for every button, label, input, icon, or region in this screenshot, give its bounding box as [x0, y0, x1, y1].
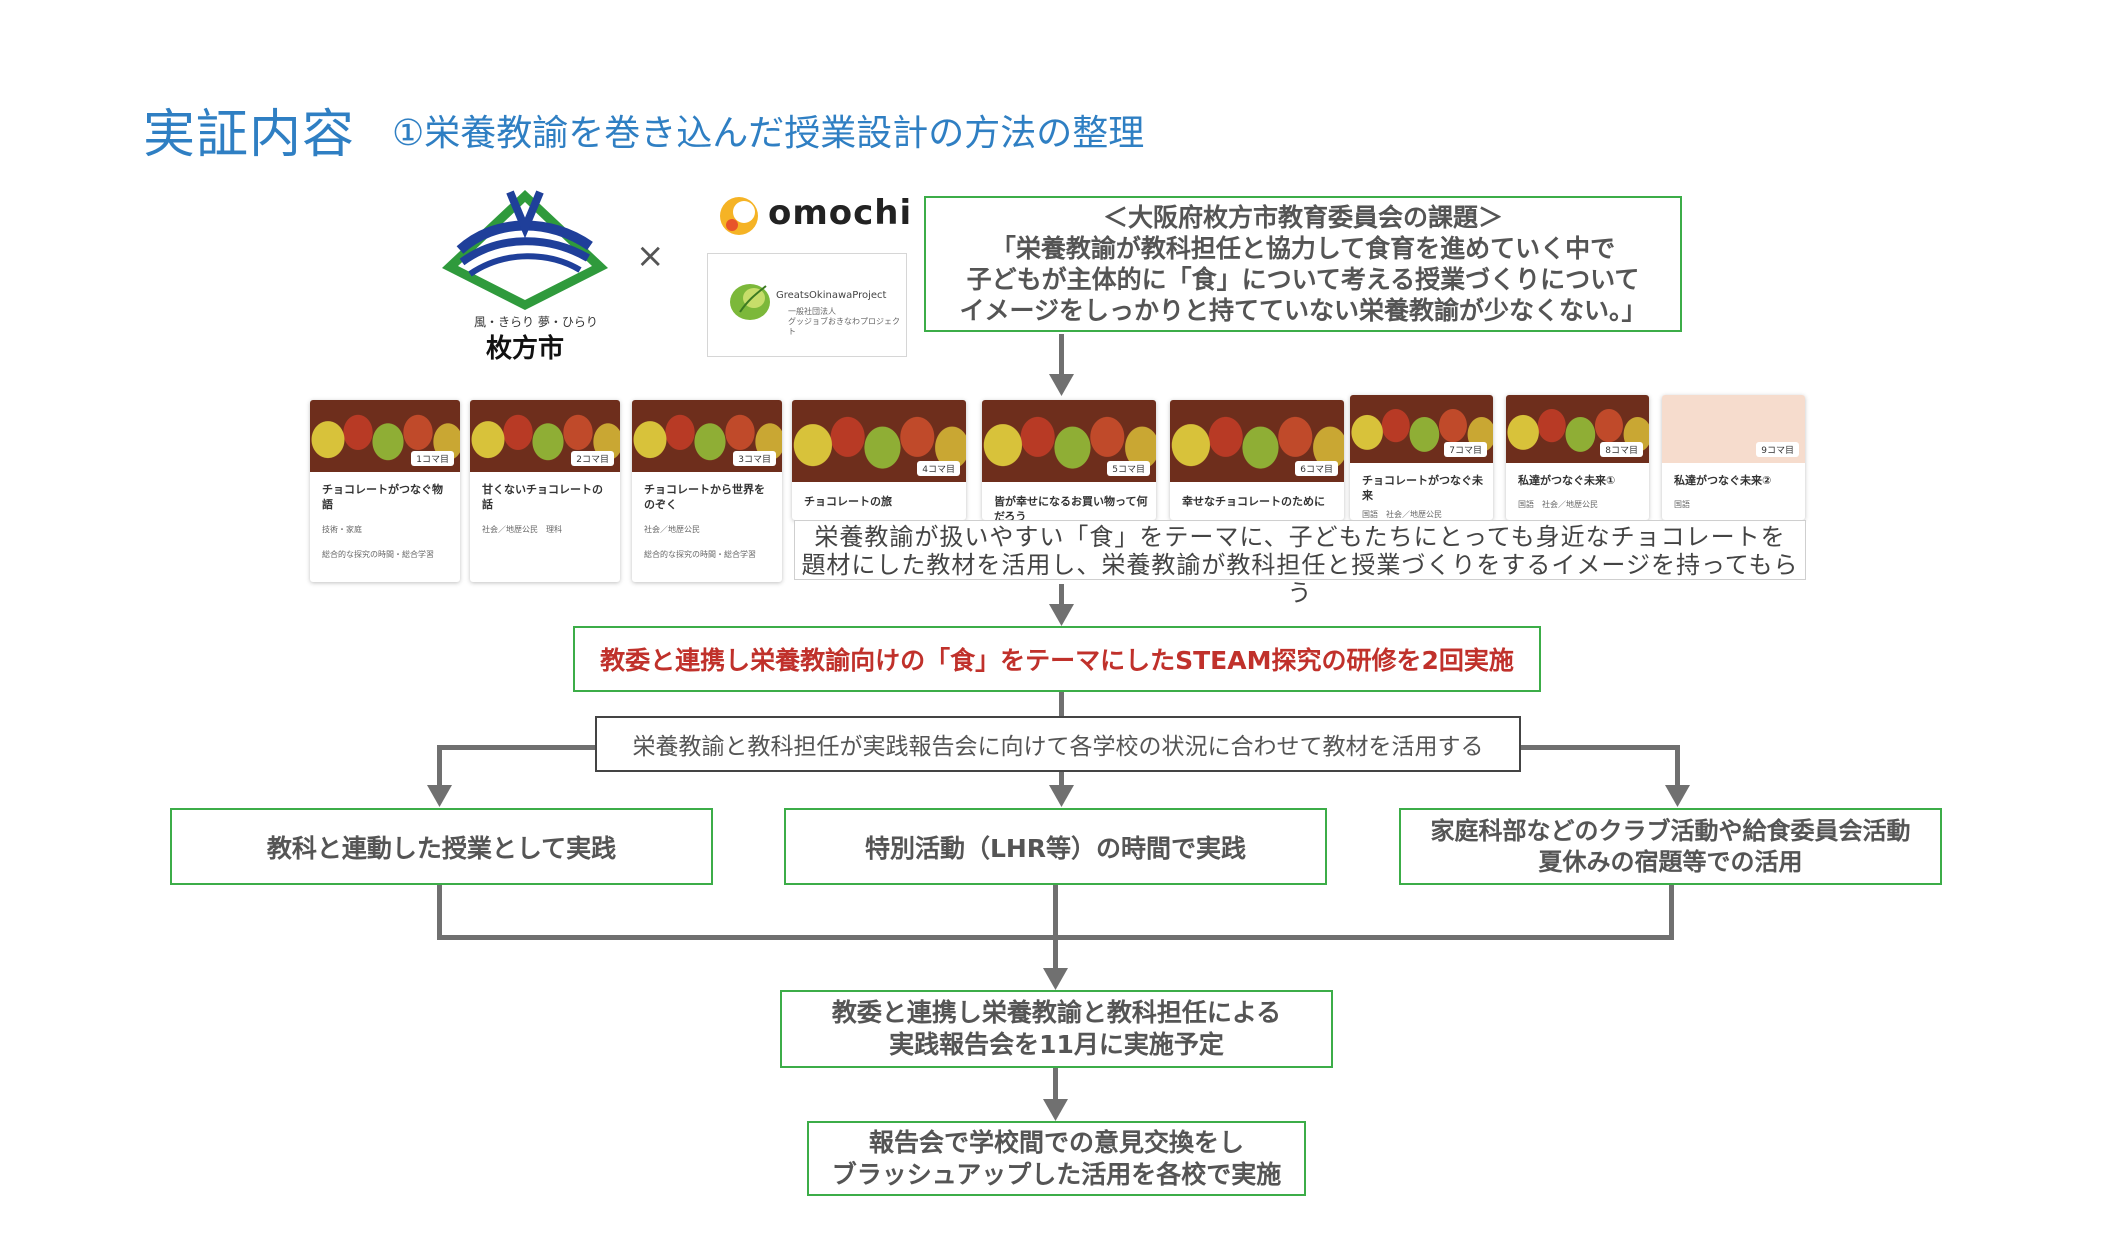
connector-line [437, 885, 442, 940]
card-title: チョコレートから世界をのぞく [644, 483, 765, 511]
arrow-down-icon [1665, 785, 1690, 807]
final-implementation-box: 報告会で学校間での意見交換をし ブラッシュアップした活用を各校で実施 [807, 1121, 1306, 1196]
issue-line: 「栄養教諭が教科担任と協力して食育を進めていく中で [990, 234, 1616, 263]
card-meta: 社会／地歴公民 [644, 525, 700, 534]
card-title: 甘くないチョコレートの話 [482, 483, 603, 511]
lesson-card: 2コマ目 甘くないチョコレートの話 社会／地歴公民 理科 [470, 400, 620, 582]
issue-heading: ＜大阪府枚方市教育委員会の課題＞ [1102, 203, 1503, 232]
material-description: 栄養教諭が扱いやすい「食」をテーマに、子どもたちにとっても身近なチョコレートを … [794, 520, 1806, 607]
lesson-card: 5コマ目 皆が幸せになるお買い物って何だろう [982, 400, 1156, 520]
collaboration-cross: × [636, 236, 665, 276]
hirakata-city-name: 枚方市 [486, 334, 565, 364]
card-title: 幸せなチョコレートのために [1182, 495, 1325, 508]
gop-name: GreatsOkinawaProject [776, 290, 887, 301]
arrow-down-icon [1049, 374, 1074, 396]
card-title: チョコレートの旅 [804, 495, 892, 508]
hirakata-logo [440, 188, 610, 312]
arrow-down-icon [427, 785, 452, 807]
lesson-card: 3コマ目 チョコレートから世界をのぞく 社会／地歴公民 総合的な探究の時間・総合… [632, 400, 782, 582]
card-title: チョコレートがつなぐ物語 [322, 483, 443, 511]
connector-line [1053, 885, 1058, 940]
card-meta: 総合的な探究の時間・総合学習 [322, 550, 434, 559]
card-image: 6コマ目 [1170, 400, 1344, 482]
training-box: 教委と連携し栄養教諭向けの「食」をテーマにしたSTEAM探究の研修を2回実施 [573, 626, 1541, 692]
card-meta: 社会／地歴公民 理科 [482, 525, 562, 534]
connector-line [1059, 692, 1064, 716]
card-image: 2コマ目 [470, 400, 620, 472]
card-image: 3コマ目 [632, 400, 782, 472]
leaf-icon [730, 284, 770, 320]
branch-subject-class: 教科と連動した授業として実践 [170, 808, 713, 885]
gop-logo: GreatsOkinawaProject 一般社団法人 グッジョブおきなわプロジ… [707, 253, 907, 357]
lesson-card: 8コマ目 私達がつなぐ未来① 国語 社会／地歴公民 [1506, 395, 1649, 520]
connector-line [1053, 1068, 1058, 1099]
card-meta: 総合的な探究の時間・総合学習 [644, 550, 756, 559]
card-image: 9コマ目 [1662, 395, 1805, 463]
arrow-down-icon [1049, 604, 1074, 626]
connector-line [1675, 745, 1680, 785]
lesson-card: 4コマ目 チョコレートの旅 [792, 400, 966, 520]
card-title: 私達がつなぐ未来② [1674, 474, 1772, 487]
connector-line [1669, 885, 1674, 940]
arrow-down-icon [1043, 1099, 1068, 1121]
lesson-card: 7コマ目 チョコレートがつなぐ未来 国語 社会／地歴公民 [1350, 395, 1493, 520]
practice-box: 栄養教諭と教科担任が実践報告会に向けて各学校の状況に合わせて教材を活用する [595, 716, 1521, 772]
hirakata-tagline: 風・きらり 夢・ひらり [474, 315, 598, 329]
lesson-card: 1コマ目 チョコレートがつなぐ物語 技術・家庭 総合的な探究の時間・総合学習 [310, 400, 460, 582]
card-image: 1コマ目 [310, 400, 460, 472]
card-meta: 国語 社会／地歴公民 [1362, 510, 1442, 519]
card-image: 7コマ目 [1350, 395, 1493, 463]
arrow-down-icon [1043, 968, 1068, 990]
connector-line [1053, 935, 1058, 968]
card-title: チョコレートがつなぐ未来 [1362, 474, 1483, 502]
card-meta: 技術・家庭 [322, 525, 362, 534]
issue-box: ＜大阪府枚方市教育委員会の課題＞ 「栄養教諭が教科担任と協力して食育を進めていく… [924, 196, 1682, 332]
branch-special-activity: 特別活動（LHR等）の時間で実践 [784, 808, 1327, 885]
lesson-card: 6コマ目 幸せなチョコレートのために [1170, 400, 1344, 520]
card-meta: 国語 [1674, 500, 1690, 509]
card-image: 4コマ目 [792, 400, 966, 482]
issue-line: 子どもが主体的に「食」について考える授業づくりについて [966, 265, 1640, 294]
gop-subtitle: 一般社団法人 グッジョブおきなわプロジェクト [788, 307, 900, 336]
page-title: 実証内容 [143, 105, 356, 165]
connector-line [1059, 584, 1064, 606]
branch-club-activity: 家庭科部などのクラブ活動や給食委員会活動 夏休みの宿題等での活用 [1399, 808, 1942, 885]
connector-line [1059, 334, 1064, 376]
card-image: 5コマ目 [982, 400, 1156, 482]
card-image: 8コマ目 [1506, 395, 1649, 463]
arrow-down-icon [1049, 785, 1074, 807]
card-title: 皆が幸せになるお買い物って何だろう [994, 495, 1148, 520]
report-meeting-box: 教委と連携し栄養教諭と教科担任による 実践報告会を11月に実施予定 [780, 990, 1333, 1068]
omochi-logo-icon [718, 195, 760, 237]
lesson-card: 9コマ目 私達がつなぐ未来② 国語 [1662, 395, 1805, 520]
page-subtitle: ①栄養教諭を巻き込んだ授業設計の方法の整理 [392, 113, 1145, 154]
card-title: 私達がつなぐ未来① [1518, 474, 1616, 487]
card-meta: 国語 社会／地歴公民 [1518, 500, 1598, 509]
hirakata-emblem-icon [442, 190, 608, 310]
omochi-logo-text: omochi [768, 193, 913, 233]
issue-line: イメージをしっかりと持てていない栄養教諭が少なくない。」 [959, 296, 1647, 325]
connector-line [437, 745, 442, 785]
